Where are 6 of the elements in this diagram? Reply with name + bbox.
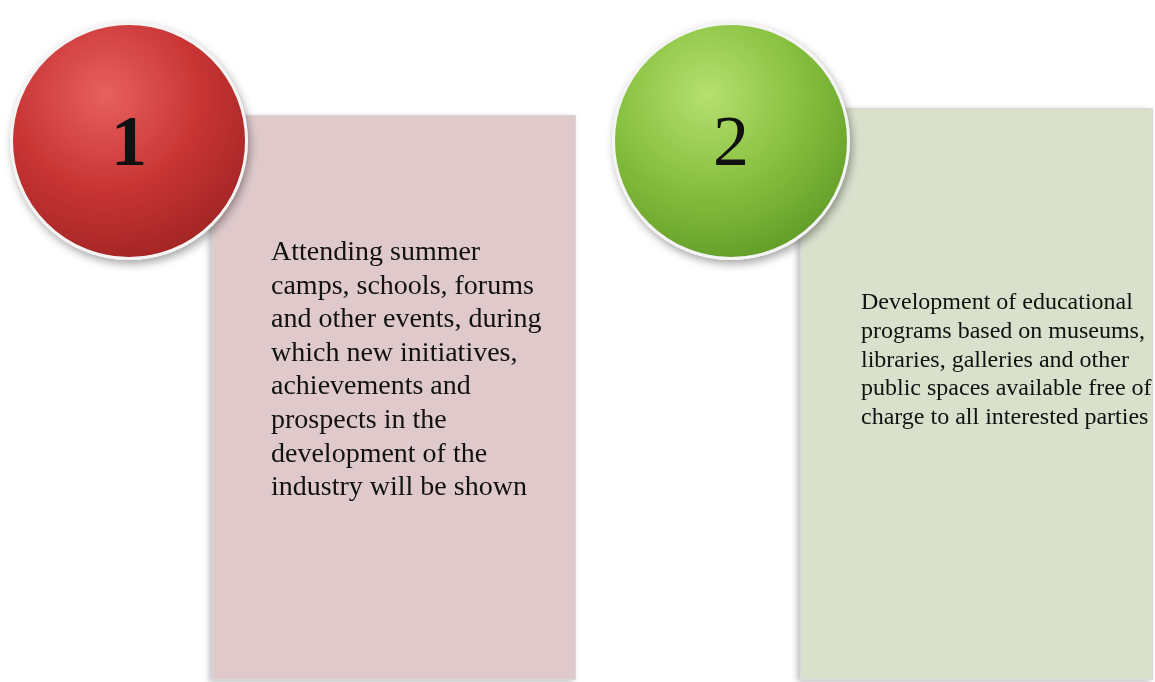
text-card [800, 108, 1153, 680]
step-number: 1 [111, 105, 147, 177]
text-card [212, 115, 576, 680]
step-number: 2 [713, 105, 749, 177]
card-text: Development of educational programs based on museums, libraries, galleries and other public spaces available free of charge to all interested parties [861, 287, 1153, 431]
card-text: Attending summer camps, schools, forums and other events, during which new initiatives, achievements and prospects in the development of the industry will be shown [271, 234, 543, 503]
